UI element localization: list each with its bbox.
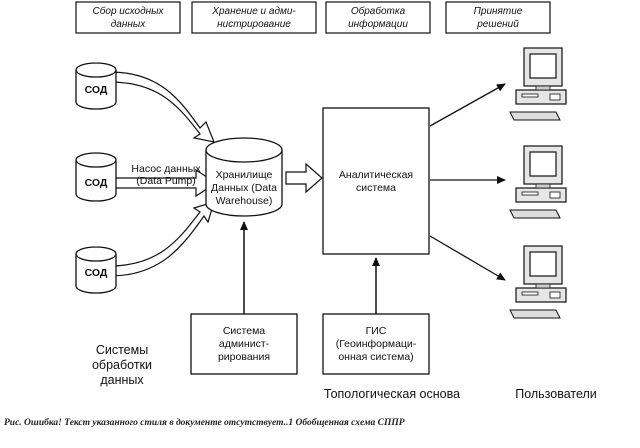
sources-group-label-line3: данных	[100, 373, 144, 387]
pump-label-line1: Насос данных	[131, 163, 201, 175]
user-computer-icon	[509, 145, 567, 219]
warehouse-label-line2: Данных (Data	[211, 182, 277, 194]
sod-label-3: СОД	[85, 267, 108, 279]
pump-label-line2: (Data Pump)	[136, 175, 196, 187]
gis-label-line2: (Геоинформаци-	[336, 338, 417, 350]
phase-header-storage-line1: Хранение и адми-	[211, 6, 296, 17]
phase-header-processing: Обработка информации	[325, 1, 431, 34]
admin-label-line2: админист-	[219, 338, 270, 350]
phase-header-decisions: Принятие решений	[445, 1, 551, 34]
sod-cylinder-3: СОД	[75, 246, 117, 294]
phase-header-collect: Сбор исходных данных	[75, 1, 181, 34]
phase-header-storage: Хранение и адми- нистрирование	[191, 1, 317, 34]
analytics-label-line2: система	[356, 182, 396, 194]
admin-label-line3: рирования	[218, 351, 270, 363]
analytics-system-box: Аналитическая система	[322, 107, 430, 255]
phase-header-decisions-line2: решений	[476, 19, 519, 30]
sources-group-label-line2: обработки	[92, 358, 152, 372]
sod-cylinder-2: СОД	[75, 152, 117, 202]
admin-label-line1: Система	[223, 325, 265, 337]
gis-label-line1: ГИС	[366, 325, 387, 337]
gis-box: ГИС (Геоинформаци- онная система)	[322, 313, 430, 375]
phase-header-decisions-line1: Принятие	[474, 6, 523, 17]
warehouse-label-line3: Warehouse)	[216, 195, 273, 207]
figure-caption: Рис. Ошибка! Текст указанного стиля в до…	[4, 418, 405, 428]
users-caption: Пользователи	[515, 387, 597, 401]
warehouse-label-line1: Хранилище	[216, 169, 273, 181]
gis-label-line3: онная система)	[338, 351, 413, 363]
sod-cylinder-1: СОД	[75, 62, 117, 110]
sod-label-2: СОД	[85, 177, 108, 189]
arrow-to-user-3	[429, 235, 506, 281]
warehouse-cylinder: Хранилище Данных (Data Warehouse)	[205, 137, 283, 217]
admin-system-box: Система админист- рирования	[190, 313, 298, 375]
phase-header-processing-line2: информации	[348, 18, 408, 30]
phase-header-processing-line1: Обработка	[351, 5, 406, 17]
phase-header-collect-line2: данных	[111, 19, 146, 30]
user-computer-icon	[509, 47, 567, 121]
analytics-label-line1: Аналитическая	[339, 169, 413, 181]
phase-header-storage-line2: нистрирование	[217, 19, 291, 30]
arrow-to-user-1	[429, 83, 506, 127]
source-flow-arrows	[109, 71, 218, 277]
flow-arrow-top	[109, 71, 215, 143]
warehouse-to-analytics-arrow	[285, 162, 323, 194]
user-computer-icon	[509, 245, 567, 319]
sod-label-1: СОД	[85, 84, 108, 96]
phase-header-collect-line1: Сбор исходных	[93, 5, 165, 17]
sources-group-label-line1: Системы	[96, 343, 148, 357]
gis-caption: Топологическая основа	[324, 387, 460, 401]
flow-arrow-bottom	[109, 201, 215, 277]
